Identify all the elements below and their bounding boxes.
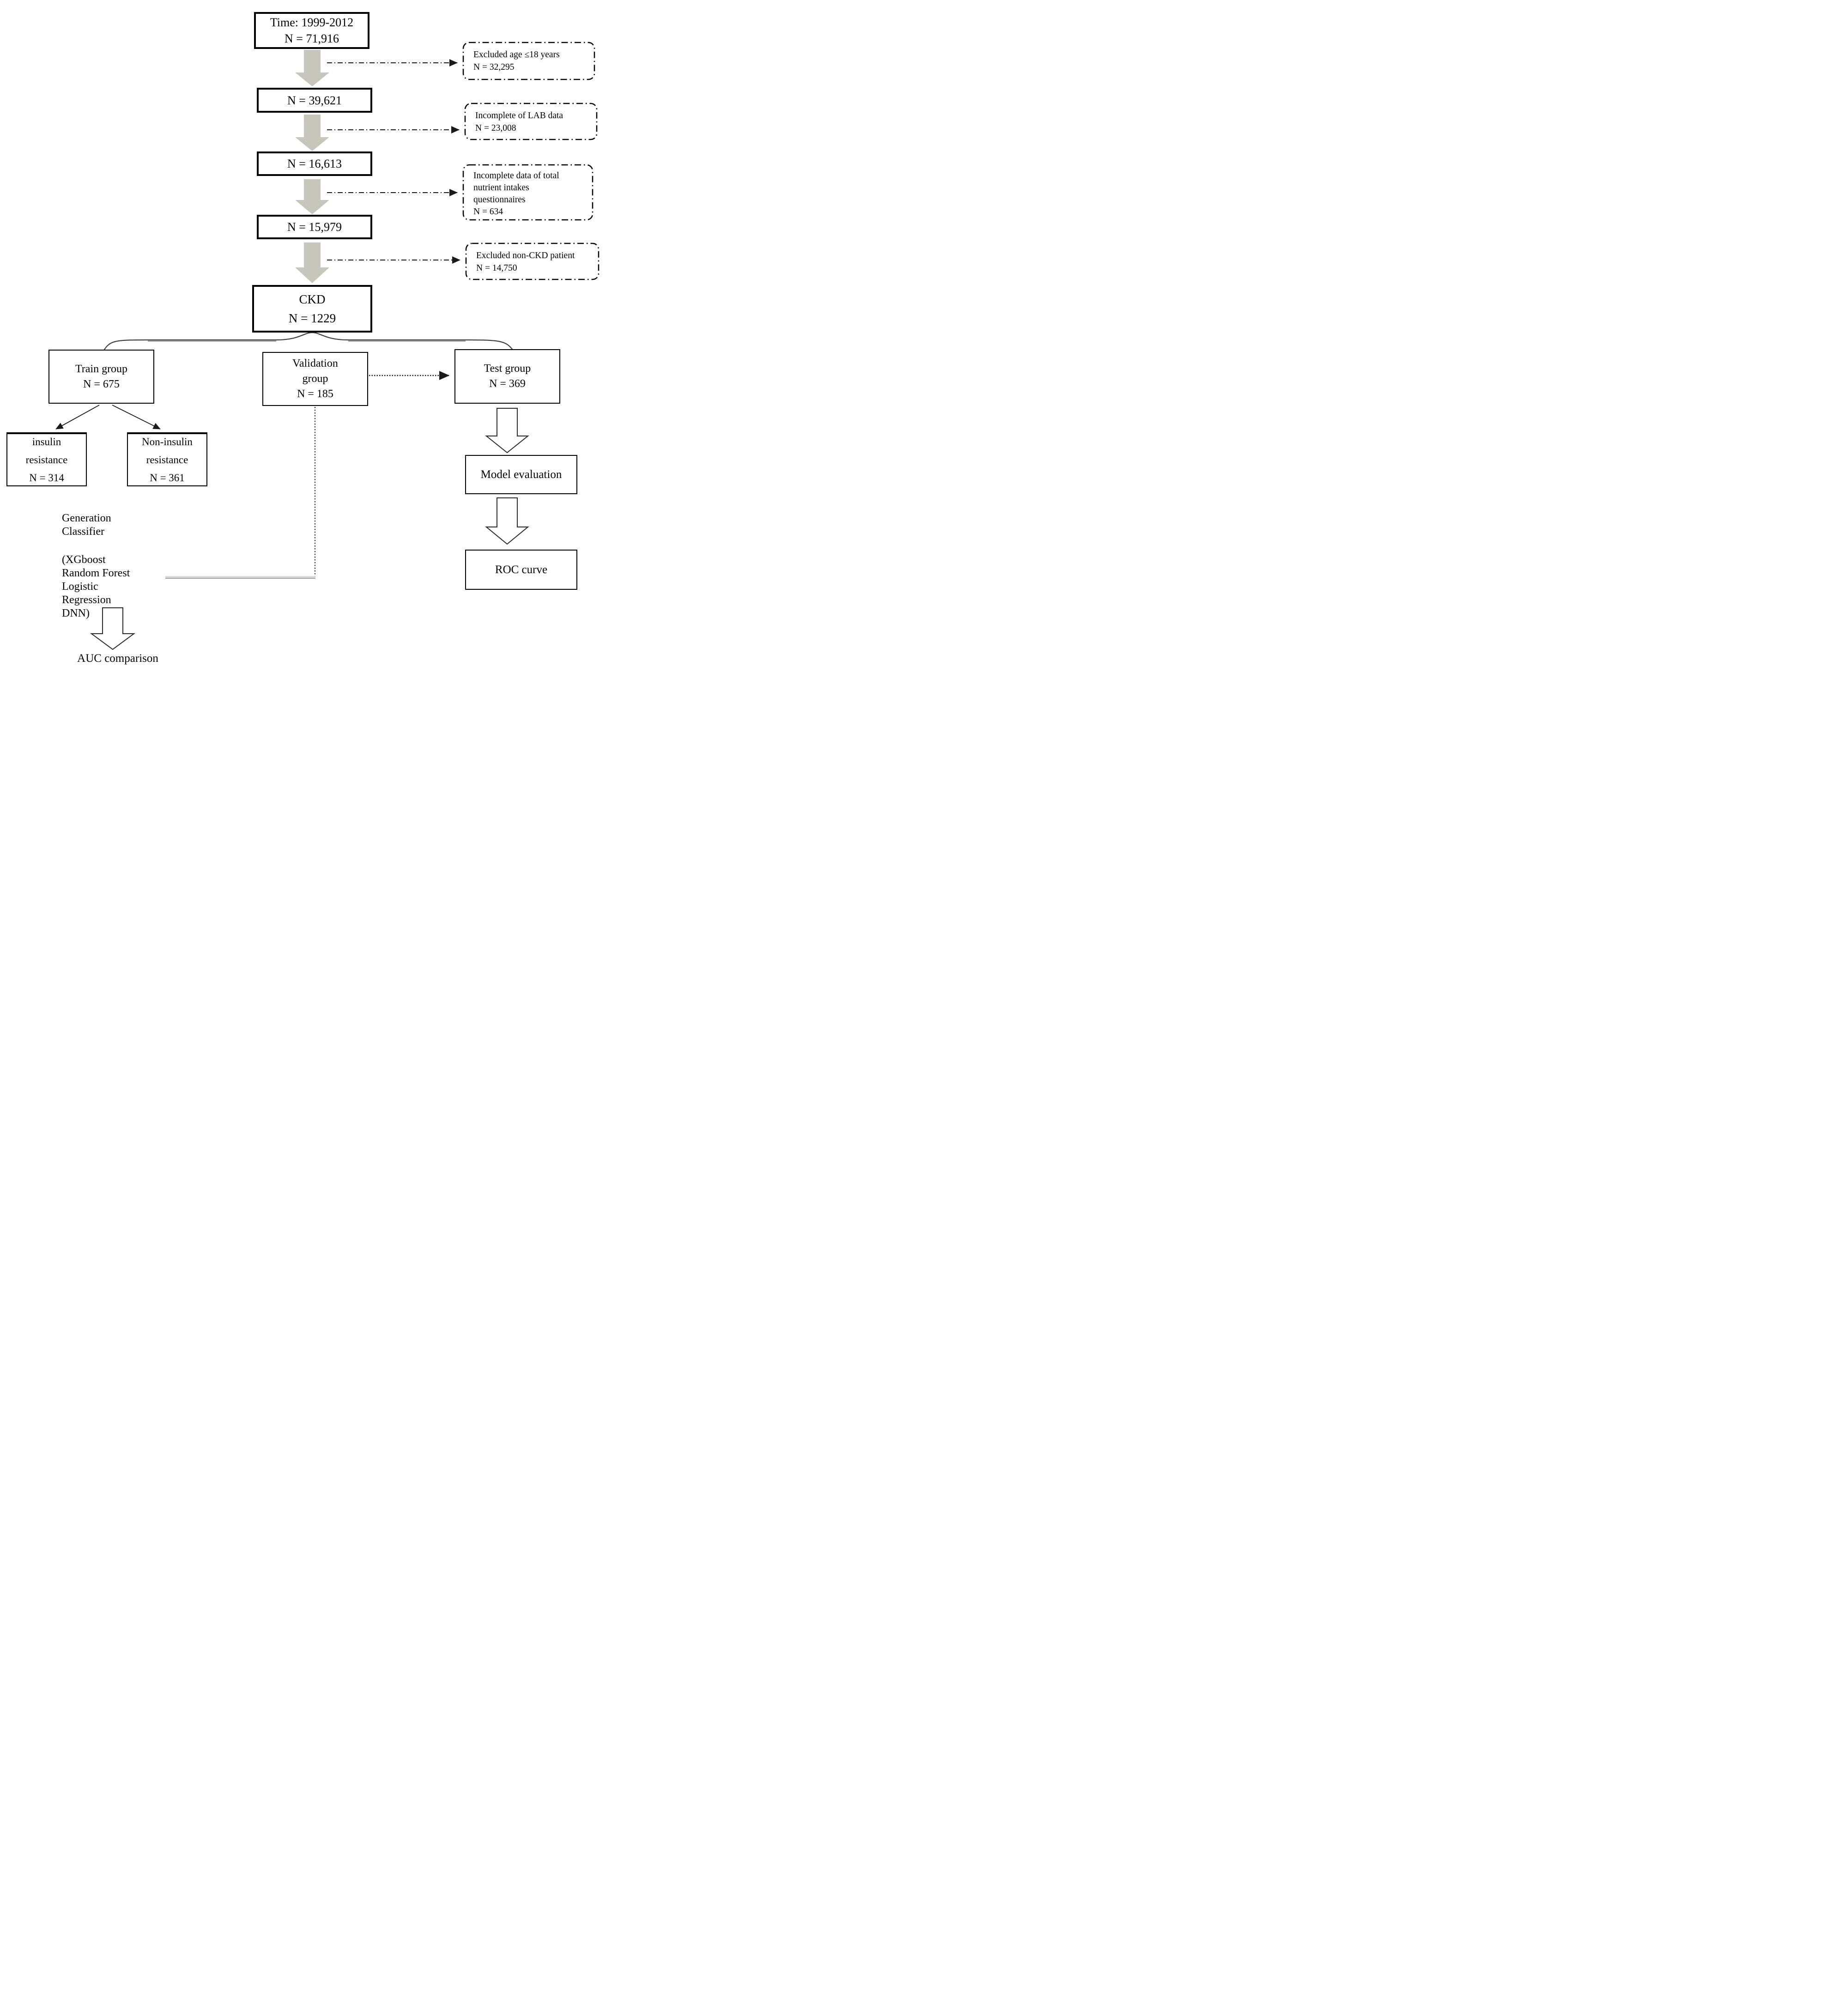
flowchart-figure: Time: 1999-2012 N = 71,916 N = 39,621 N … bbox=[0, 0, 616, 672]
model-evaluation-box: Model evaluation bbox=[465, 455, 577, 494]
model-to-roc-block-arrow-icon bbox=[485, 497, 529, 545]
connector-layer bbox=[55, 42, 600, 650]
subgroup-box-non-insulin-resistance: Non-insulin resistance N = 361 bbox=[127, 432, 207, 486]
roc-curve-label: ROC curve bbox=[495, 563, 548, 576]
stage-box-ckd-count: N = 1229 bbox=[288, 311, 336, 325]
flow-down-arrow-icon-1 bbox=[295, 50, 329, 86]
classifier-note-line: Regression bbox=[62, 594, 111, 606]
stage-box-time-count: N = 71,916 bbox=[285, 32, 339, 45]
exclusion-count: N = 14,750 bbox=[476, 263, 517, 273]
stage-box-n39621-count: N = 39,621 bbox=[287, 93, 342, 107]
exclusion-text: nutrient intakes bbox=[473, 183, 529, 193]
exclusion-box-border-1 bbox=[462, 42, 595, 80]
subgroup-label: resistance bbox=[146, 454, 188, 466]
exclusion-box-border-4 bbox=[465, 242, 600, 280]
exclusion-count: N = 634 bbox=[473, 207, 503, 217]
group-count: N = 675 bbox=[83, 378, 120, 390]
stage-box-ckd-title: CKD bbox=[299, 292, 326, 306]
subgroup-count: N = 361 bbox=[150, 472, 185, 484]
exclusion-count: N = 32,295 bbox=[473, 62, 515, 72]
exclusion-text: Incomplete data of total bbox=[473, 171, 559, 181]
stage-box-n16613-count: N = 16,613 bbox=[287, 157, 342, 170]
subgroup-label: insulin bbox=[32, 436, 61, 448]
subgroup-box-insulin-resistance: insulin resistance N = 314 bbox=[6, 432, 87, 486]
group-label: Test group bbox=[484, 363, 531, 375]
classifier-to-auc-block-arrow-icon bbox=[90, 607, 136, 650]
train-to-insulin-arrow bbox=[55, 405, 100, 430]
classifier-note-line: Logistic bbox=[62, 581, 98, 593]
test-to-model-block-arrow-icon bbox=[485, 408, 529, 454]
exclusion-text: Excluded non-CKD patient bbox=[476, 251, 575, 260]
exclusion-text: Incomplete of LAB data bbox=[475, 111, 563, 121]
model-evaluation-label: Model evaluation bbox=[480, 468, 562, 481]
exclusion-count: N = 23,008 bbox=[475, 123, 516, 133]
train-to-non-insulin-arrow bbox=[112, 405, 161, 430]
group-label: group bbox=[302, 373, 328, 385]
flow-down-arrow-icon-2 bbox=[295, 115, 329, 151]
classifier-note: Generation Classifier (XGboost Random Fo… bbox=[62, 512, 130, 620]
flow-down-arrow-icon-3 bbox=[295, 179, 329, 214]
group-box-validation: Validation group N = 185 bbox=[262, 352, 368, 406]
exclusion-text: questionnaires bbox=[473, 195, 526, 205]
exclusion-text: Excluded age ≤18 years bbox=[473, 50, 560, 60]
exclusion-box-non-ckd: Excluded non-CKD patient N = 14,750 bbox=[466, 243, 599, 279]
group-box-test: Test group N = 369 bbox=[454, 349, 560, 404]
group-count: N = 185 bbox=[297, 388, 333, 400]
subgroup-label: Non-insulin bbox=[142, 436, 193, 448]
split-brace bbox=[103, 332, 514, 351]
exclusion-box-nutrient: Incomplete data of total nutrient intake… bbox=[463, 165, 593, 220]
stage-box-time: Time: 1999-2012 N = 71,916 bbox=[254, 12, 369, 49]
stage-box-n15979-count: N = 15,979 bbox=[287, 220, 342, 234]
classifier-note-line: DNN) bbox=[62, 607, 90, 619]
stage-box-ckd: CKD N = 1229 bbox=[252, 285, 372, 333]
exclusion-box-border-2 bbox=[464, 103, 598, 140]
exclusion-box-border-3 bbox=[462, 164, 593, 221]
roc-curve-box: ROC curve bbox=[465, 550, 577, 590]
classifier-note-line: (XGboost bbox=[62, 554, 106, 566]
classifier-note-line: Generation bbox=[62, 512, 111, 524]
classifier-note-line: Random Forest bbox=[62, 567, 130, 579]
subgroup-label: resistance bbox=[25, 454, 68, 466]
classifier-note-line: Classifier bbox=[62, 526, 104, 538]
auc-comparison-label: AUC comparison bbox=[77, 652, 158, 665]
stage-box-n15979: N = 15,979 bbox=[257, 215, 372, 239]
group-label: Train group bbox=[75, 363, 128, 375]
flow-down-arrow-icon-4 bbox=[295, 242, 329, 283]
exclusion-box-age: Excluded age ≤18 years N = 32,295 bbox=[463, 42, 594, 79]
exclusion-box-lab: Incomplete of LAB data N = 23,008 bbox=[465, 103, 597, 139]
subgroup-count: N = 314 bbox=[29, 472, 64, 484]
stage-box-time-line: Time: 1999-2012 bbox=[270, 16, 354, 29]
group-count: N = 369 bbox=[489, 378, 526, 390]
stage-box-n39621: N = 39,621 bbox=[257, 88, 372, 113]
group-box-train: Train group N = 675 bbox=[48, 350, 154, 404]
group-label: Validation bbox=[292, 357, 338, 369]
stage-box-n16613: N = 16,613 bbox=[257, 151, 372, 176]
